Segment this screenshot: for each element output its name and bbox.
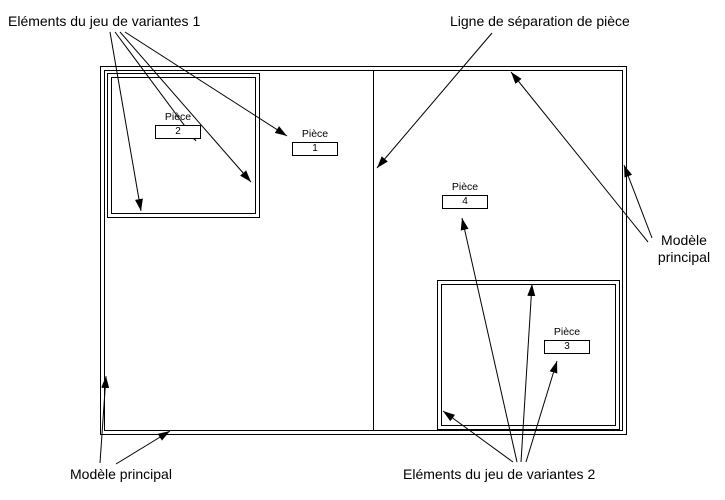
arrows-variant-set-1 <box>109 31 288 212</box>
piece-4-label: Pièce <box>451 181 479 193</box>
arrow-separation-line <box>376 32 493 169</box>
arrow-vs2-piece3 <box>525 360 558 463</box>
main-model-rect <box>100 66 627 435</box>
arrow-vs1-piece2 <box>114 31 197 142</box>
variant-box-1 <box>107 73 260 218</box>
piece-1-number-box: 1 <box>292 142 338 156</box>
piece-4-number-box: 4 <box>442 195 488 209</box>
piece-3-number-box: 3 <box>544 340 590 354</box>
piece-callout-1: Pièce 1 <box>292 129 338 156</box>
piece-callout-4: Pièce 4 <box>442 182 488 209</box>
label-main-model-bottom: Modèle principal <box>70 466 172 482</box>
arrow-vs1-piece1 <box>124 31 288 137</box>
arrow-main-bottom-edge <box>115 430 171 465</box>
label-variant-set-2: Eléments du jeu de variantes 2 <box>403 466 596 482</box>
piece-2-number-box: 2 <box>155 125 201 139</box>
arrows-variant-set-2 <box>442 217 558 463</box>
arrow-main-top-edge <box>510 71 649 243</box>
label-separation-line: Ligne de séparation de pièce <box>450 13 630 29</box>
arrow-main-left-edge <box>99 375 110 464</box>
arrow-vs2-box-top <box>520 283 536 463</box>
arrows-main-model-right <box>510 71 653 243</box>
piece-callout-2: Pièce 2 <box>155 112 201 139</box>
piece-1-label: Pièce <box>301 128 329 140</box>
arrows-main-model-bottom <box>99 375 171 465</box>
arrow-vs1-box-corner <box>119 31 252 183</box>
piece-callout-3: Pièce 3 <box>544 327 590 354</box>
variant-box-2 <box>437 280 620 430</box>
piece-3-label: Pièce <box>553 326 581 338</box>
arrow-vs2-box-left <box>442 410 514 463</box>
arrow-vs2-piece4 <box>460 217 518 463</box>
arrow-vs1-box-bottom <box>109 31 143 212</box>
arrow-main-right-edge <box>623 164 653 239</box>
arrows-separation-line <box>376 32 493 169</box>
label-variant-set-1: Eléments du jeu de variantes 1 <box>8 13 201 29</box>
piece-2-label: Pièce <box>164 111 192 123</box>
label-main-model-right: Modèle principal <box>657 232 711 265</box>
